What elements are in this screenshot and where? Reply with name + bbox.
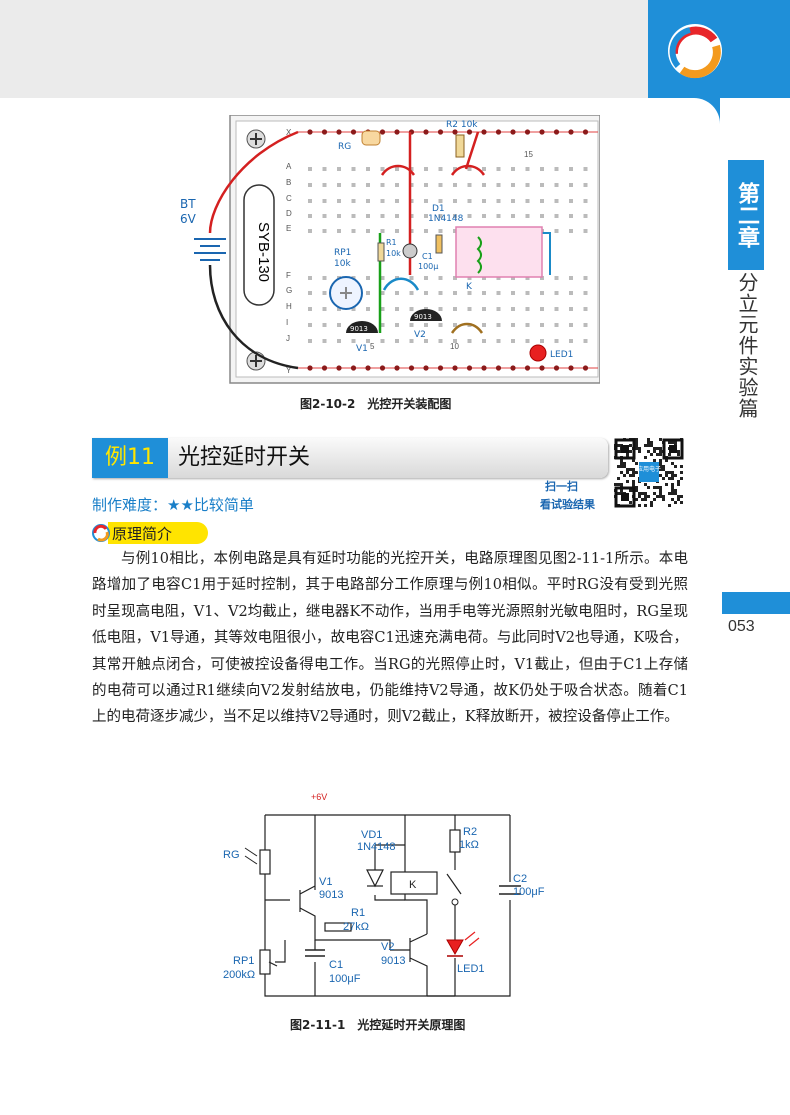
chapter-title: 分立元件实验篇 [735, 272, 759, 419]
principle-bullet-icon [92, 524, 110, 542]
r1-label: R1 [386, 238, 397, 247]
svg-text:200kΩ: 200kΩ [223, 969, 255, 981]
svg-text:I: I [286, 318, 288, 327]
svg-text:9013: 9013 [414, 313, 432, 321]
chapter-number: 第二章 [728, 160, 764, 270]
svg-text:9013: 9013 [350, 325, 368, 333]
rp1-label: RP1 [334, 248, 351, 258]
svg-text:C2: C2 [513, 873, 527, 885]
header-band [0, 0, 720, 98]
svg-text:C: C [286, 194, 292, 203]
page-number-bar [722, 592, 790, 614]
svg-text:9013: 9013 [319, 889, 343, 901]
svg-text:E: E [286, 224, 291, 233]
v2-label: V2 [414, 330, 426, 340]
rp1-value: 10k [334, 259, 351, 269]
svg-text:X: X [286, 128, 292, 137]
relay-label: K [466, 282, 473, 292]
r1-value: 10k [386, 249, 401, 258]
battery-voltage: 6V [180, 212, 197, 226]
svg-text:VD1: VD1 [361, 829, 382, 841]
svg-text:100μF: 100μF [513, 886, 545, 898]
svg-text:27kΩ: 27kΩ [343, 921, 369, 933]
svg-text:10: 10 [450, 342, 459, 351]
c1-value: 100μ [418, 262, 438, 271]
assembly-diagram: SYB-130 X A B C D E F G H I J Y 5 10 15 … [180, 115, 600, 384]
svg-text:D: D [286, 209, 292, 218]
svg-text:LED1: LED1 [457, 963, 485, 975]
svg-text:G: G [286, 286, 292, 295]
svg-text:B: B [286, 178, 291, 187]
svg-text:V1: V1 [319, 876, 332, 888]
figure1-caption: 图2-10-2 光控开关装配图 [300, 397, 452, 411]
v1-label: V1 [356, 344, 368, 354]
scan-result-text: 看试验结果 [540, 498, 595, 511]
svg-text:K: K [409, 879, 417, 891]
principle-heading-text: 原理简介 [112, 525, 173, 543]
svg-text:H: H [286, 302, 292, 311]
svg-text:J: J [286, 334, 290, 343]
board-label: SYB-130 [255, 222, 272, 282]
c1-label: C1 [422, 252, 433, 261]
figure2-caption: 图2-11-1 光控延时开关原理图 [290, 1018, 466, 1032]
page-number: 053 [728, 618, 755, 635]
svg-text:F: F [286, 271, 291, 280]
svg-text:A: A [286, 162, 292, 171]
svg-text:V2: V2 [381, 941, 394, 953]
svg-text:C1: C1 [329, 959, 343, 971]
rg-label: RG [338, 142, 351, 152]
led1-label: LED1 [550, 350, 573, 360]
svg-text:Y: Y [286, 366, 292, 375]
principle-paragraph: 与例10相比，本例电路是具有延时功能的光控开关，电路原理图见图2-11-1所示。… [92, 551, 688, 726]
example-title: 光控延时开关 [178, 445, 311, 470]
svg-text:+6V: +6V [311, 792, 327, 802]
d1-part: 1N4148 [428, 214, 464, 224]
schematic-diagram: +6V RG V1 9013 VD1 1N4148 R2 1kΩ K C2 10… [223, 792, 545, 997]
r2-label: R2 10k [446, 120, 478, 130]
publisher-logo-icon [668, 24, 722, 79]
example-tag: 例11 [92, 438, 168, 478]
example-header [92, 438, 608, 478]
svg-text:R2: R2 [463, 826, 477, 838]
svg-text:应用电子: 应用电子 [637, 465, 661, 473]
difficulty-line: 制作难度：★★比较简单 [92, 496, 254, 514]
scan-text: 扫一扫 [545, 480, 578, 493]
qr-code-icon[interactable]: 应用电子 [614, 438, 684, 508]
svg-text:1kΩ: 1kΩ [459, 839, 479, 851]
svg-text:RP1: RP1 [233, 955, 254, 967]
svg-text:15: 15 [524, 150, 533, 159]
battery-label: BT [180, 197, 196, 211]
svg-text:RG: RG [223, 849, 240, 861]
svg-text:5: 5 [370, 342, 375, 351]
svg-text:100μF: 100μF [329, 973, 361, 985]
svg-text:9013: 9013 [381, 955, 405, 967]
svg-text:R1: R1 [351, 907, 365, 919]
svg-text:1N4148: 1N4148 [357, 841, 396, 853]
d1-label: D1 [432, 204, 445, 214]
